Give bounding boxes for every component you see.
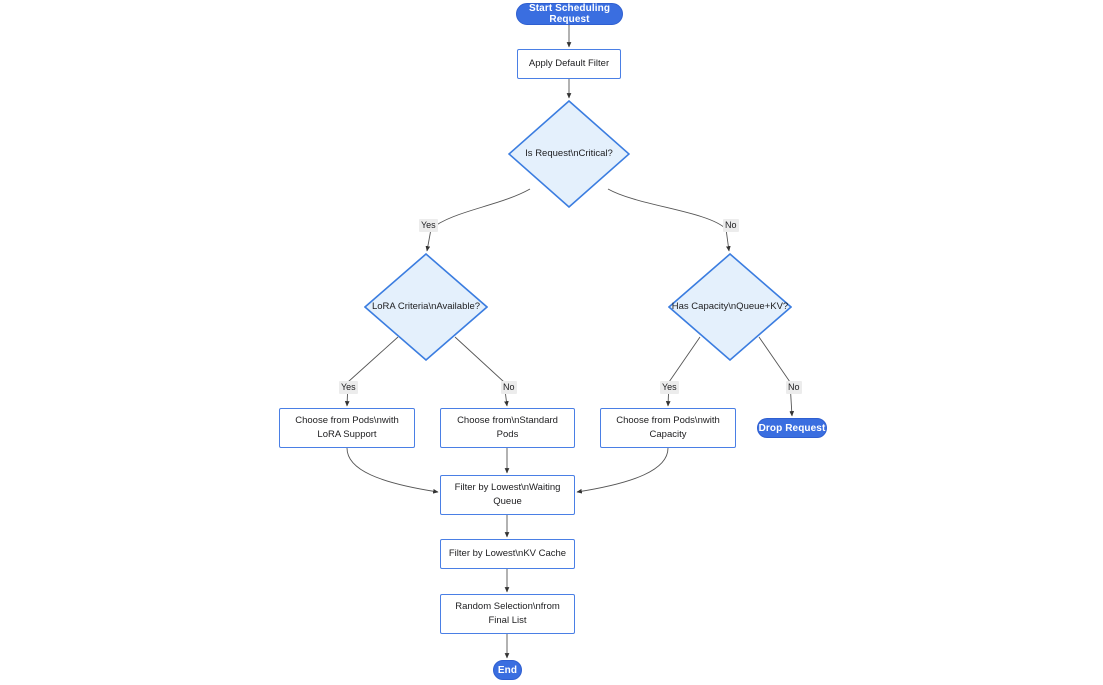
node-filter_kv[interactable]: Filter by Lowest\nKV Cache bbox=[440, 539, 575, 569]
node-label-filter_queue: Filter by Lowest\nWaiting Queue bbox=[454, 482, 561, 507]
edge-label-e8: No bbox=[786, 381, 802, 394]
node-label-apply_filter: Apply Default Filter bbox=[528, 58, 610, 70]
diamond-shape-lora_criteria bbox=[364, 253, 488, 361]
node-label-is_critical: Is Request\nCritical? bbox=[525, 147, 613, 159]
edge-label-e6: No bbox=[501, 381, 517, 394]
diamond-shape-has_capacity bbox=[668, 253, 792, 361]
node-pods_lora[interactable]: Choose from Pods\nwith LoRA Support bbox=[279, 408, 415, 448]
node-label-end: End bbox=[497, 664, 518, 676]
node-apply_filter[interactable]: Apply Default Filter bbox=[517, 49, 621, 79]
node-label-has_capacity: Has Capacity\nQueue+KV? bbox=[671, 300, 789, 312]
node-lora_criteria[interactable]: LoRA Criteria\nAvailable? bbox=[364, 253, 488, 361]
node-label-start: Start Scheduling Request bbox=[528, 3, 611, 25]
node-label-drop_request: Drop Request bbox=[758, 422, 826, 434]
node-is_critical[interactable]: Is Request\nCritical? bbox=[508, 100, 630, 208]
node-start[interactable]: Start Scheduling Request bbox=[516, 3, 623, 25]
node-label-filter_kv: Filter by Lowest\nKV Cache bbox=[448, 548, 567, 560]
diamond-shape-is_critical bbox=[508, 100, 630, 208]
node-drop_request[interactable]: Drop Request bbox=[757, 418, 827, 438]
node-has_capacity[interactable]: Has Capacity\nQueue+KV? bbox=[668, 253, 792, 361]
node-pods_capacity[interactable]: Choose from Pods\nwith Capacity bbox=[600, 408, 736, 448]
edge-label-e4: No bbox=[723, 219, 739, 232]
node-label-pods_capacity: Choose from Pods\nwith Capacity bbox=[616, 415, 720, 440]
node-label-random_sel: Random Selection\nfrom Final List bbox=[455, 601, 560, 626]
edge-label-e7: Yes bbox=[660, 381, 679, 394]
edge-pods_capacity-to-filter_queue bbox=[576, 447, 669, 494]
node-end[interactable]: End bbox=[493, 660, 522, 680]
node-label-pods_standard: Choose from\nStandard Pods bbox=[457, 415, 558, 440]
edge-pods_lora-to-filter_queue bbox=[346, 447, 439, 494]
edge-label-e3: Yes bbox=[419, 219, 438, 232]
node-filter_queue[interactable]: Filter by Lowest\nWaiting Queue bbox=[440, 475, 575, 515]
node-pods_standard[interactable]: Choose from\nStandard Pods bbox=[440, 408, 575, 448]
node-label-lora_criteria: LoRA Criteria\nAvailable? bbox=[371, 300, 481, 312]
edge-label-e5: Yes bbox=[339, 381, 358, 394]
node-random_sel[interactable]: Random Selection\nfrom Final List bbox=[440, 594, 575, 634]
node-label-pods_lora: Choose from Pods\nwith LoRA Support bbox=[295, 415, 399, 440]
